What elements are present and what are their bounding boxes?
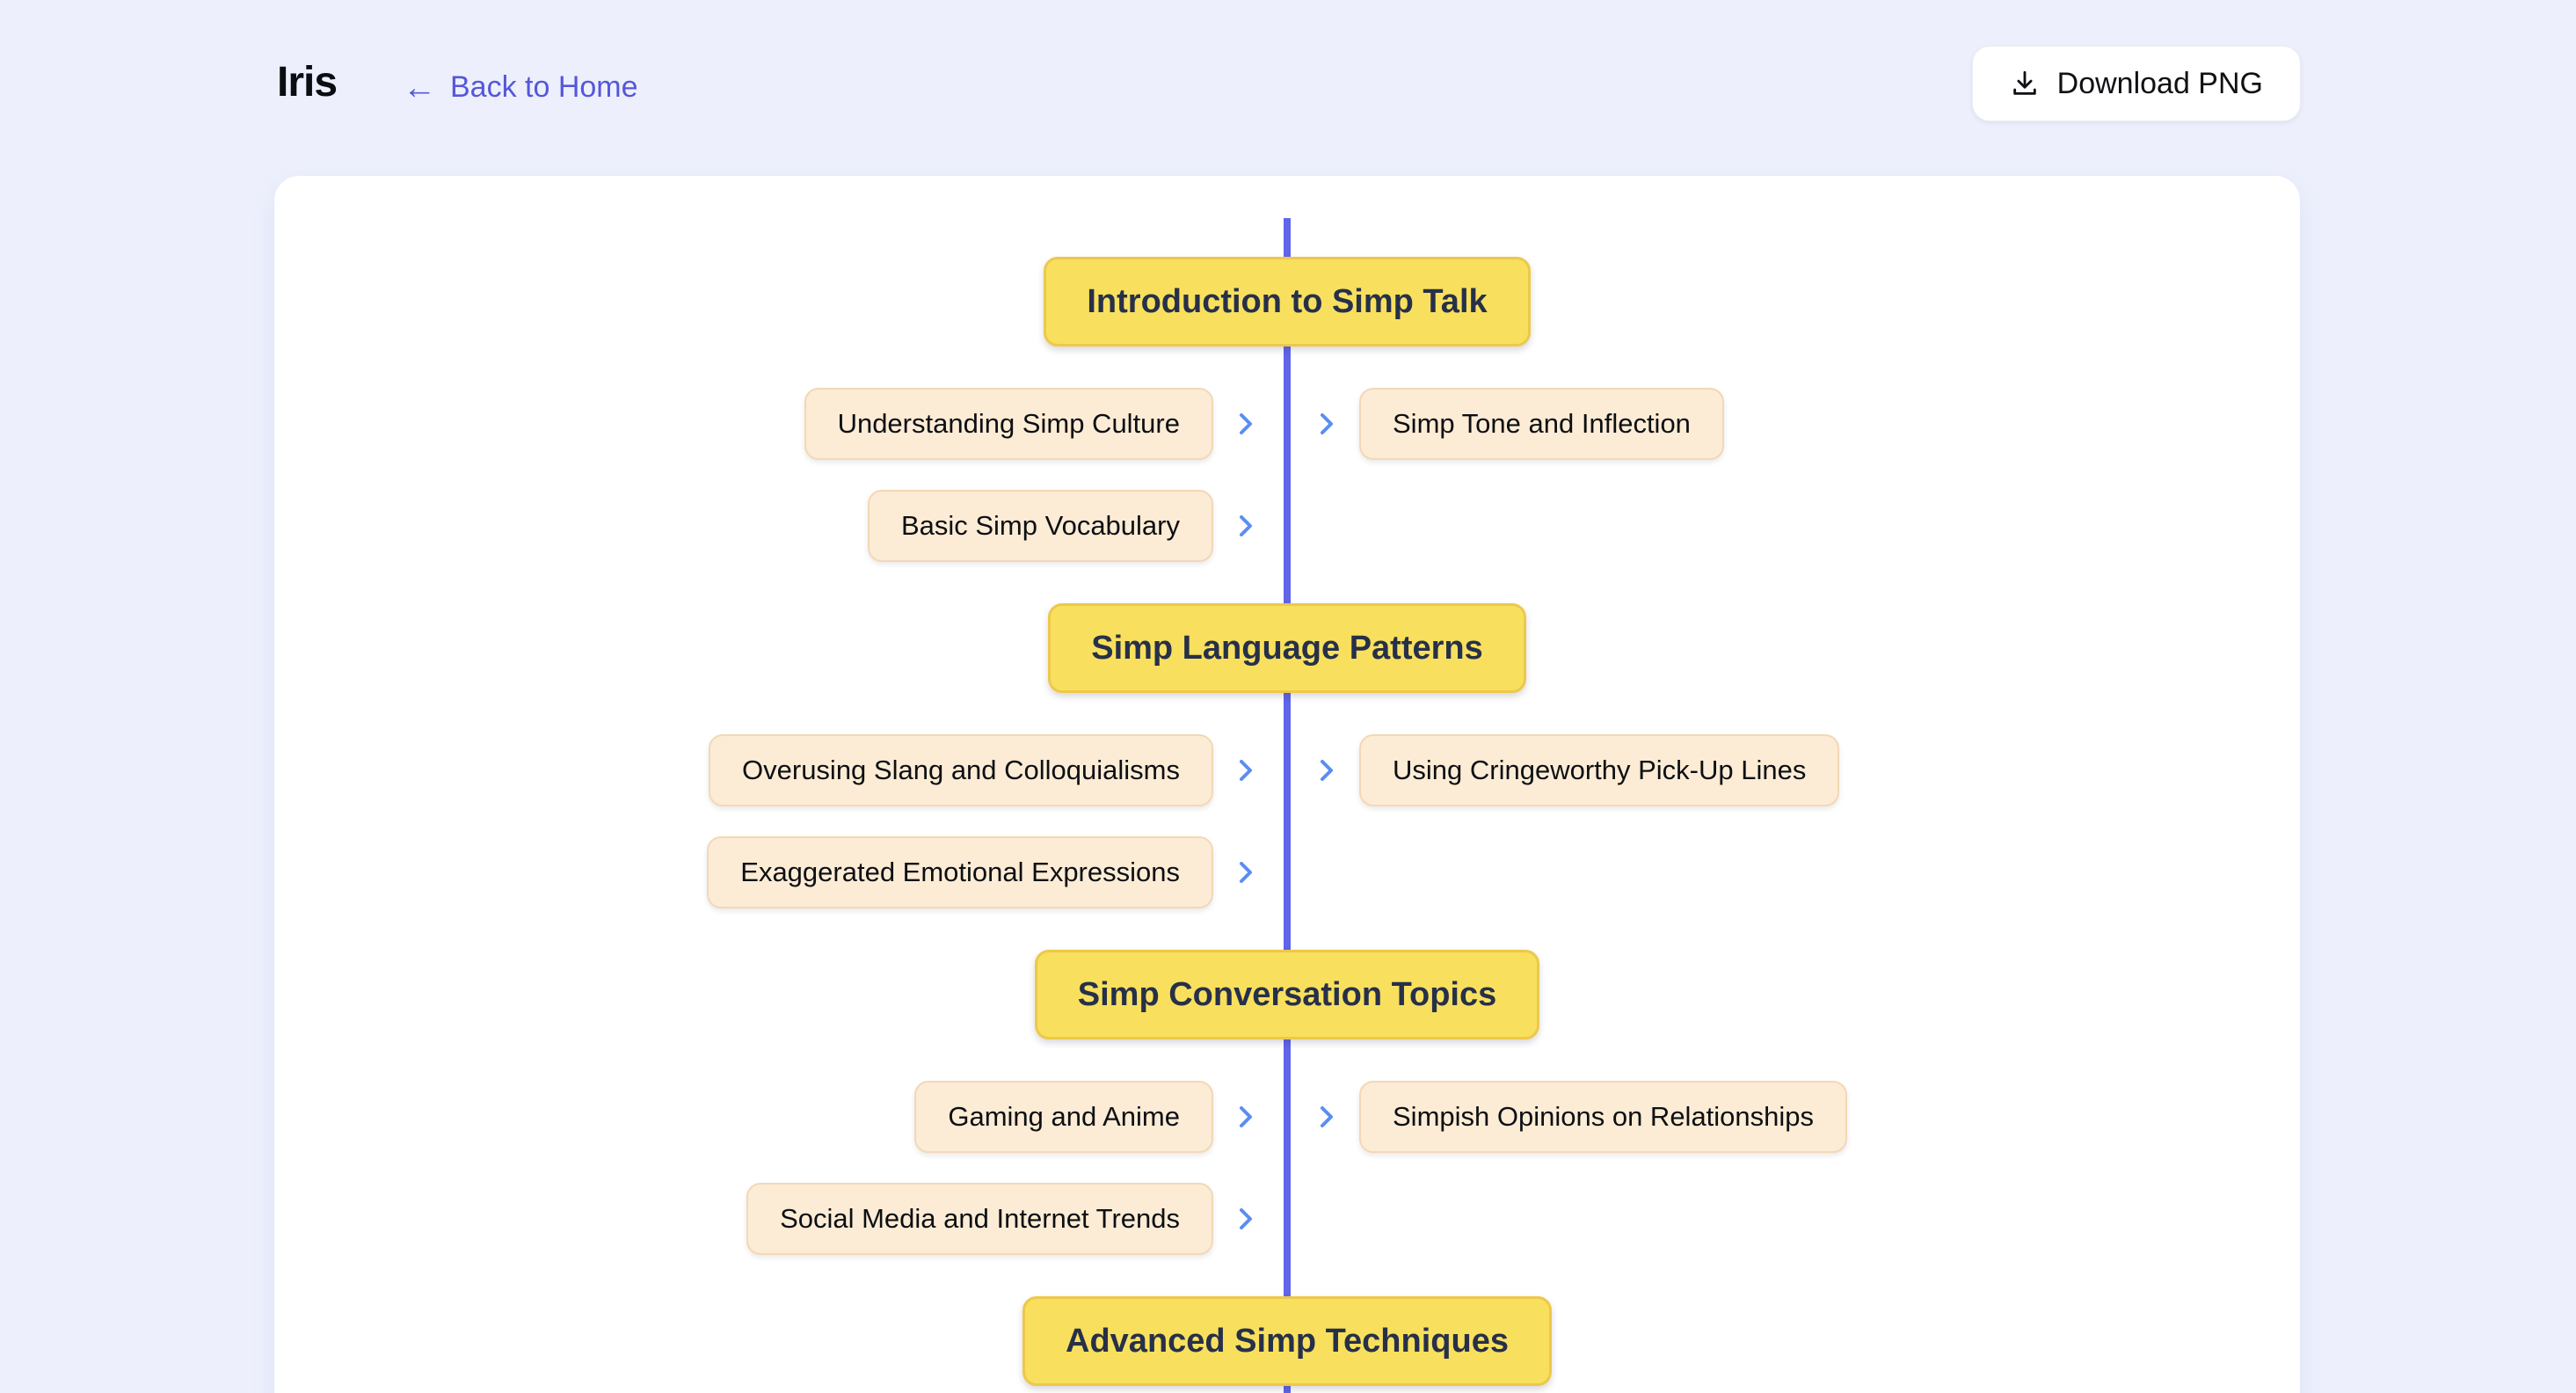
subtopic-node[interactable]: Simp Tone and Inflection: [1359, 388, 1724, 460]
roadmap-section: Simp Conversation Topics Gaming and Anim…: [274, 950, 2300, 1255]
back-to-home-label: Back to Home: [450, 70, 638, 104]
subtopic-row: Social Media and Internet Trends: [274, 1183, 2300, 1255]
chevron-right-icon: [1240, 760, 1252, 781]
chevron-right-icon: [1321, 1106, 1333, 1127]
topic-node[interactable]: Introduction to Simp Talk: [1044, 257, 1531, 346]
roadmap-canvas: Introduction to Simp Talk Understanding …: [274, 176, 2300, 1393]
subtopic-node[interactable]: Understanding Simp Culture: [804, 388, 1213, 460]
roadmap-section: Introduction to Simp Talk Understanding …: [274, 257, 2300, 562]
arrow-left-icon: ←: [403, 69, 436, 106]
subtopic-node[interactable]: Basic Simp Vocabulary: [867, 490, 1213, 562]
roadmap-section: Simp Language Patterns Overusing Slang a…: [274, 603, 2300, 908]
subtopic-node[interactable]: Gaming and Anime: [914, 1081, 1213, 1153]
subtopic-row: Exaggerated Emotional Expressions: [274, 836, 2300, 908]
download-icon: [2012, 70, 2036, 95]
app-header: Iris ← Back to Home Download PNG: [0, 0, 2576, 167]
download-png-button[interactable]: Download PNG: [1971, 46, 2301, 121]
chevron-right-icon: [1240, 1106, 1252, 1127]
subtopic-row: Understanding Simp Culture Simp Tone and…: [274, 388, 2300, 460]
chevron-right-icon: [1321, 413, 1333, 434]
roadmap-spine-line: [1284, 218, 1291, 1393]
chevron-right-icon: [1240, 862, 1252, 883]
subtopic-node[interactable]: Overusing Slang and Colloquialisms: [709, 734, 1213, 806]
subtopic-row: Overusing Slang and Colloquialisms Using…: [274, 734, 2300, 806]
roadmap-section: Advanced Simp Techniques: [274, 1296, 2300, 1386]
chevron-right-icon: [1240, 1208, 1252, 1229]
topic-node[interactable]: Simp Conversation Topics: [1034, 950, 1540, 1039]
subtopic-node[interactable]: Using Cringeworthy Pick-Up Lines: [1359, 734, 1840, 806]
subtopic-row: Gaming and Anime Simpish Opinions on Rel…: [274, 1081, 2300, 1153]
chevron-right-icon: [1240, 515, 1252, 536]
chevron-right-icon: [1240, 413, 1252, 434]
back-to-home-link[interactable]: ← Back to Home: [403, 70, 638, 105]
subtopic-row: Basic Simp Vocabulary: [274, 490, 2300, 562]
topic-node[interactable]: Simp Language Patterns: [1048, 603, 1526, 693]
app-title: Iris: [277, 59, 338, 106]
chevron-right-icon: [1321, 760, 1333, 781]
subtopic-node[interactable]: Exaggerated Emotional Expressions: [707, 836, 1213, 908]
subtopic-node[interactable]: Simpish Opinions on Relationships: [1359, 1081, 1848, 1153]
topic-node[interactable]: Advanced Simp Techniques: [1022, 1296, 1552, 1386]
download-png-label: Download PNG: [2056, 66, 2263, 100]
subtopic-node[interactable]: Social Media and Internet Trends: [746, 1183, 1213, 1255]
roadmap: Introduction to Simp Talk Understanding …: [274, 257, 2300, 1386]
